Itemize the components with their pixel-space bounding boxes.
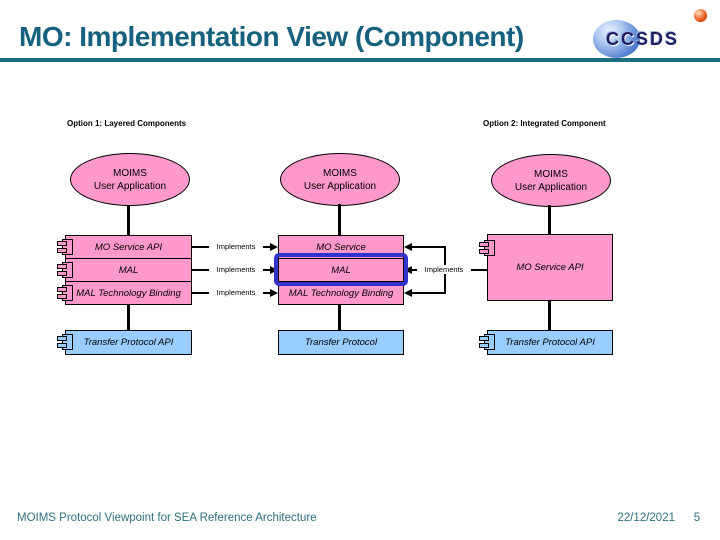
- option1-layer-mal: MAL: [65, 258, 192, 282]
- app-line2: User Application: [514, 181, 588, 193]
- arrowhead-icon: [404, 289, 412, 297]
- ccsds-logo: CCSDS: [583, 6, 717, 60]
- app-line2: User Application: [303, 180, 377, 192]
- app-line1: MOIMS: [323, 167, 357, 179]
- integrated-transfer-protocol-box: Transfer Protocol: [278, 330, 404, 355]
- component-icon: [57, 262, 74, 279]
- option2-transfer-protocol-api-box: Transfer Protocol API: [487, 330, 613, 355]
- app-line1: MOIMS: [113, 167, 147, 179]
- connector-line: [192, 269, 210, 271]
- connector-line: [127, 205, 130, 235]
- logo-sphere-icon: [593, 20, 640, 58]
- connector-line: [338, 204, 341, 235]
- connector-line: [469, 269, 487, 271]
- component-icon: [57, 239, 74, 256]
- arrowhead-icon: [404, 243, 412, 251]
- implements-label: Implements: [417, 265, 471, 274]
- logo-dot-icon: [694, 9, 707, 22]
- component-icon: [57, 285, 74, 302]
- connector-line: [192, 246, 210, 248]
- option1-layer-mo-service-api: MO Service API: [65, 235, 192, 259]
- connector-line: [411, 269, 421, 271]
- option1-layer-mal-technology-binding: MAL Technology Binding: [65, 281, 192, 305]
- connector-line: [411, 292, 446, 294]
- app-line1: MOIMS: [534, 168, 568, 180]
- integrated-user-application-ellipse: MOIMS User Application: [280, 153, 400, 206]
- app-line2: User Application: [93, 180, 167, 192]
- connector-line: [338, 304, 341, 331]
- implements-label: Implements: [209, 288, 263, 297]
- connector-line: [548, 300, 551, 331]
- arrowhead-icon: [270, 289, 278, 297]
- option1-label: Option 1: Layered Components: [67, 119, 187, 128]
- footer-date: 22/12/2021: [617, 512, 675, 524]
- connector-line: [261, 292, 271, 294]
- connector-line: [261, 246, 271, 248]
- mal-highlight-border: [274, 253, 408, 286]
- slide-title: MO: Implementation View (Component): [19, 21, 524, 52]
- option1-user-application-ellipse: MOIMS User Application: [70, 153, 190, 206]
- title-divider: [0, 58, 720, 62]
- footer-title: MOIMS Protocol Viewpoint for SEA Referen…: [17, 512, 317, 524]
- component-icon: [57, 334, 74, 351]
- component-icon: [479, 240, 496, 257]
- component-icon: [479, 334, 496, 351]
- connector-line: [127, 304, 130, 331]
- connector-line: [192, 292, 210, 294]
- connector-line: [261, 269, 271, 271]
- arrowhead-icon: [270, 243, 278, 251]
- logo-text: CCSDS: [606, 29, 680, 49]
- connector-line: [411, 246, 446, 248]
- footer-page-number: 5: [693, 512, 701, 524]
- option1-transfer-protocol-api-box: Transfer Protocol API: [65, 330, 192, 355]
- option2-label: Option 2: Integrated Component: [483, 119, 606, 128]
- option2-mo-service-api-box: MO Service API: [487, 234, 613, 301]
- arrowhead-icon: [404, 266, 412, 274]
- implements-label: Implements: [209, 242, 263, 251]
- connector-line: [548, 205, 551, 234]
- implements-label: Implements: [209, 265, 263, 274]
- option2-user-application-ellipse: MOIMS User Application: [491, 154, 611, 207]
